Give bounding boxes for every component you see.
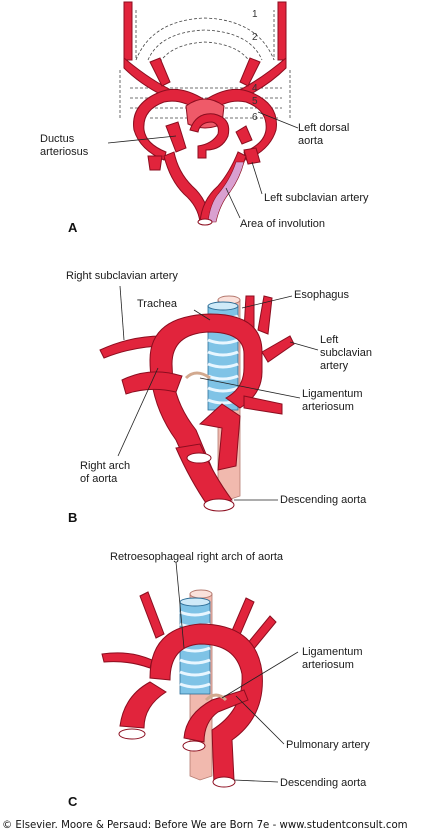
label-ligamentum-c-1: Ligamentum: [302, 646, 363, 658]
arch-stub-right: [239, 57, 261, 87]
panel-letter-c: C: [68, 794, 78, 809]
pulmonary-end-c: [182, 740, 206, 752]
arch-stub-left: [149, 57, 171, 87]
right-carotid-top: [123, 1, 133, 61]
aorta-end-a: [197, 218, 213, 226]
arch-number-6: 6: [252, 112, 258, 123]
arch-number-5: 5: [252, 96, 258, 107]
pulmonary-loop: [189, 113, 230, 159]
label-trachea-b: Trachea: [137, 298, 178, 310]
left-carotid-b: [257, 295, 273, 335]
branch-c-1: [139, 591, 165, 639]
ligamentum-c: [204, 693, 228, 702]
label-ligamentum-b-1: Ligamentum: [302, 388, 363, 400]
left-pa-stub: [235, 125, 253, 145]
lead-left-subclavian-b: [289, 341, 319, 351]
label-right-arch-b-1: Right arch: [80, 460, 130, 472]
lead-esophagus-b: [241, 295, 293, 309]
label-left-subclavian-b-1: Left: [320, 334, 338, 346]
label-left-dorsal-1: Left dorsal: [298, 122, 349, 134]
panel-c: Retroesophageal right arch of aorta Liga…: [68, 551, 370, 809]
ascending-aorta-b: [121, 371, 183, 395]
arch-number-2: 2: [252, 32, 258, 43]
label-ligamentum-b-2: arteriosum: [302, 401, 354, 413]
label-pulmonary-c: Pulmonary artery: [286, 739, 370, 751]
desc-aorta-end-b: [203, 498, 235, 512]
label-descending-b: Descending aorta: [280, 494, 367, 506]
label-left-subclavian-b-3: artery: [320, 360, 349, 372]
label-descending-c: Descending aorta: [280, 777, 367, 789]
pulmonary-trunk-b: [198, 403, 241, 471]
area-of-involution: [207, 161, 245, 223]
panel-b: Right subclavian artery Trachea Esophagu…: [66, 270, 372, 525]
lead-involution: [225, 187, 241, 219]
label-ligamentum-c-2: arteriosum: [302, 659, 354, 671]
label-right-arch-b-2: of aorta: [80, 473, 118, 485]
label-involution: Area of involution: [240, 218, 325, 230]
panel-a: 1 2 4 5 6 Ductus arteriosus Left dorsal …: [40, 1, 369, 235]
lead-left-dorsal: [257, 111, 299, 129]
esophagus-top-c: [189, 589, 213, 599]
lead-right-subclavian-b: [119, 285, 125, 341]
pulmonary-artery-c: [183, 689, 249, 743]
lead-retro-c: [175, 561, 185, 649]
lead-descending-c: [233, 779, 279, 783]
aortic-sac: [133, 88, 206, 161]
lead-ligamentum-c: [221, 651, 299, 699]
arch-number-1: 1: [252, 9, 258, 20]
left-subclavian-b: [261, 335, 295, 363]
left-carotid-top: [277, 1, 287, 61]
label-left-subclavian-b-2: subclavian: [320, 347, 372, 359]
label-left-subclavian-a: Left subclavian artery: [264, 192, 369, 204]
label-ductus-2: arteriosus: [40, 146, 89, 158]
panel-letter-b: B: [68, 510, 77, 525]
arch-number-4: 4: [252, 83, 258, 94]
label-ductus-1: Ductus: [40, 133, 75, 145]
ductus-left-b: [243, 395, 283, 415]
right-aortic-arch-b: [149, 313, 263, 485]
ascending-aorta-c: [119, 681, 167, 729]
lead-ligamentum-b: [199, 377, 301, 399]
lead-trachea-b: [193, 309, 211, 321]
label-left-dorsal-2: aorta: [298, 135, 324, 147]
label-retro-c: Retroesophageal right arch of aorta: [110, 551, 284, 563]
pulmonary-end-b: [186, 452, 212, 464]
ligamentum-b: [184, 371, 211, 380]
subclavian-stub-left: [147, 155, 163, 171]
panel-letter-a: A: [68, 220, 78, 235]
ascending-end-c: [118, 728, 146, 740]
desc-aorta-end-c: [212, 776, 236, 788]
retroesophageal-arch-c: [149, 623, 263, 785]
lead-left-subclavian: [251, 161, 263, 195]
ductus-arteriosus-a: [165, 121, 187, 153]
lead-right-arch-b: [117, 367, 159, 457]
branch-c-4: [101, 652, 153, 669]
lead-ductus: [107, 135, 177, 144]
label-esophagus-b: Esophagus: [294, 289, 350, 301]
aortic-sac-right: [204, 88, 277, 161]
label-right-subclavian-b: Right subclavian artery: [66, 270, 178, 282]
subclavian-stub-right: [243, 147, 261, 165]
lead-pulmonary-c: [235, 695, 285, 745]
copyright-credit: © Elsevier. Moore & Persaud: Before We a…: [2, 820, 408, 831]
